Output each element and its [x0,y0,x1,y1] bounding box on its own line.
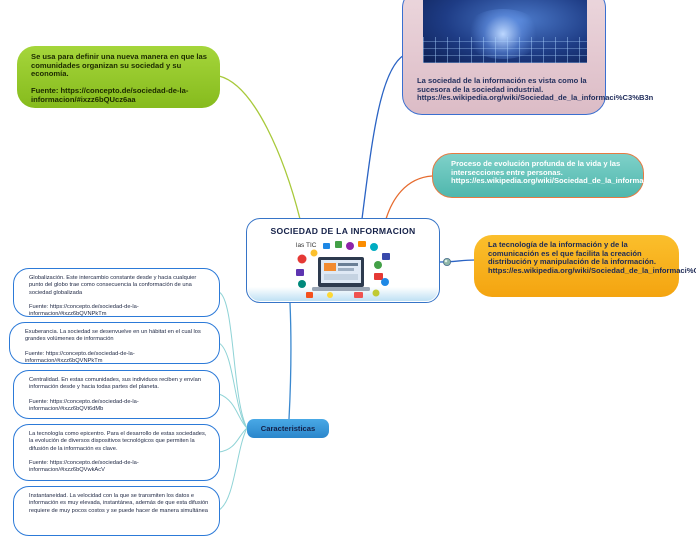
node-evolution[interactable]: Proceso de evolución profunda de la vida… [432,153,688,198]
node-technology-text: La tecnología de la información y de la … [488,240,696,275]
connector-teal [385,175,433,220]
central-topic-title: SOCIEDAD DE LA INFORMACION [270,226,416,236]
central-topic-footer [248,287,438,301]
node-definition[interactable]: Se usa para definir una nueva manera en … [17,46,220,108]
characteristic-globalization[interactable]: Globalización. Este intercambio constant… [13,268,220,317]
connector-characteristics [288,302,292,420]
characteristic-technology-epicenter[interactable]: La tecnología como epicentro. Para el de… [13,424,220,481]
connector-leaf-4 [218,427,248,453]
characteristic-centrality[interactable]: Centralidad. En estas comunidades, sus i… [13,370,220,419]
characteristic-instantaneity[interactable]: Instantaneidad. La velocidad con la que … [13,486,220,536]
connector-leaf-5 [218,427,248,511]
node-evolution-text: Proceso de evolución profunda de la vida… [451,159,688,186]
node-technology[interactable]: La tecnología de la información y de la … [474,235,696,297]
globe-spot-icon [443,258,451,266]
connector-pink [361,54,405,220]
city-data-image [423,0,587,63]
tic-label: las TIC [296,242,317,249]
connector-lines [218,54,476,511]
node-industrial-successor[interactable]: La sociedad de la información es vista c… [402,0,654,115]
node-definition-text: Se usa para definir una nueva manera en … [31,52,207,104]
connector-leaf-2 [218,342,248,429]
connector-leaf-3 [218,393,248,429]
characteristic-exuberance[interactable]: Exuberancia. La sociedad se desenvuelve … [9,322,220,364]
connector-green [218,75,301,220]
tic-collage-image: las TIC [296,241,390,298]
node-industrial-successor-text: La sociedad de la información es vista c… [417,76,654,103]
app-icon [297,254,307,264]
node-characteristics[interactable]: Caracteristicas [247,419,329,438]
connector-leaf-1 [218,291,248,429]
